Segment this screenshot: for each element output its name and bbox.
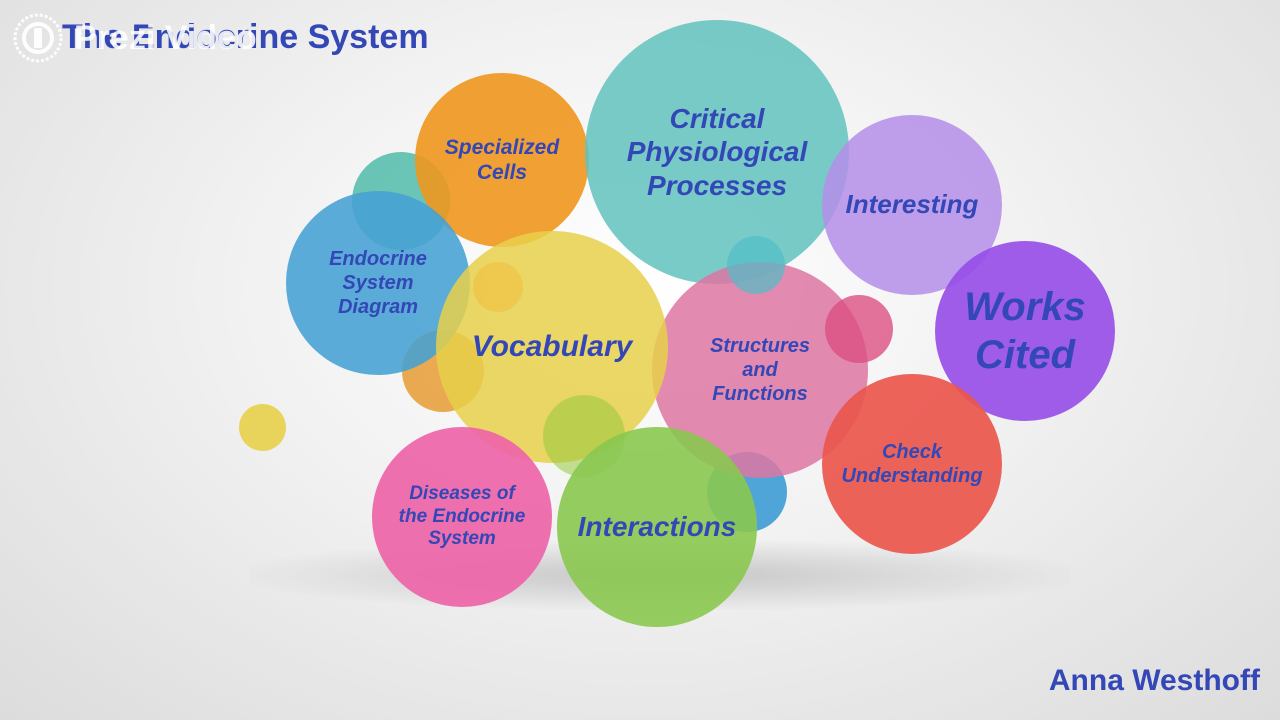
bubble-interactions-label: Interactions [577,511,737,543]
bubble-critical-processes[interactable]: Critical Physiological Processes [585,20,849,284]
bubble-specialized-cells-label: Specialized Cells [444,135,560,184]
page-title: The Endocrine System [62,18,429,56]
bubble-structures-functions-label: Structures and Functions [709,335,811,405]
bubble-diseases-label: Diseases of the Endocrine System [398,482,526,550]
decor-dot-yellow-inner [473,262,523,312]
author-name: Anna Westhoff [1048,664,1260,697]
bubble-diseases[interactable]: Diseases of the Endocrine System [372,427,552,607]
decor-dot-teal-small [727,236,785,294]
prezi-logo-icon [13,13,63,63]
bubble-endocrine-diagram-label: Endocrine System Diagram [329,248,427,318]
decor-dot-pink [825,295,893,363]
watermark-text: Prezi Video [74,18,257,57]
prezi-watermark: Prezi Video [12,12,257,64]
bubble-check-understanding-label: Check Understanding [841,441,983,487]
bubble-critical-processes-label: Critical Physiological Processes [626,102,808,201]
bubble-interesting-label: Interesting [845,189,979,220]
bubble-interactions[interactable]: Interactions [557,427,757,627]
bubble-check-understanding[interactable]: Check Understanding [822,374,1002,554]
decor-dot-yellow [239,404,286,451]
bubble-works-cited-label: Works Cited [964,285,1086,377]
bubble-vocabulary-label: Vocabulary [471,330,633,363]
bubble-works-cited[interactable]: Works Cited [935,241,1115,421]
